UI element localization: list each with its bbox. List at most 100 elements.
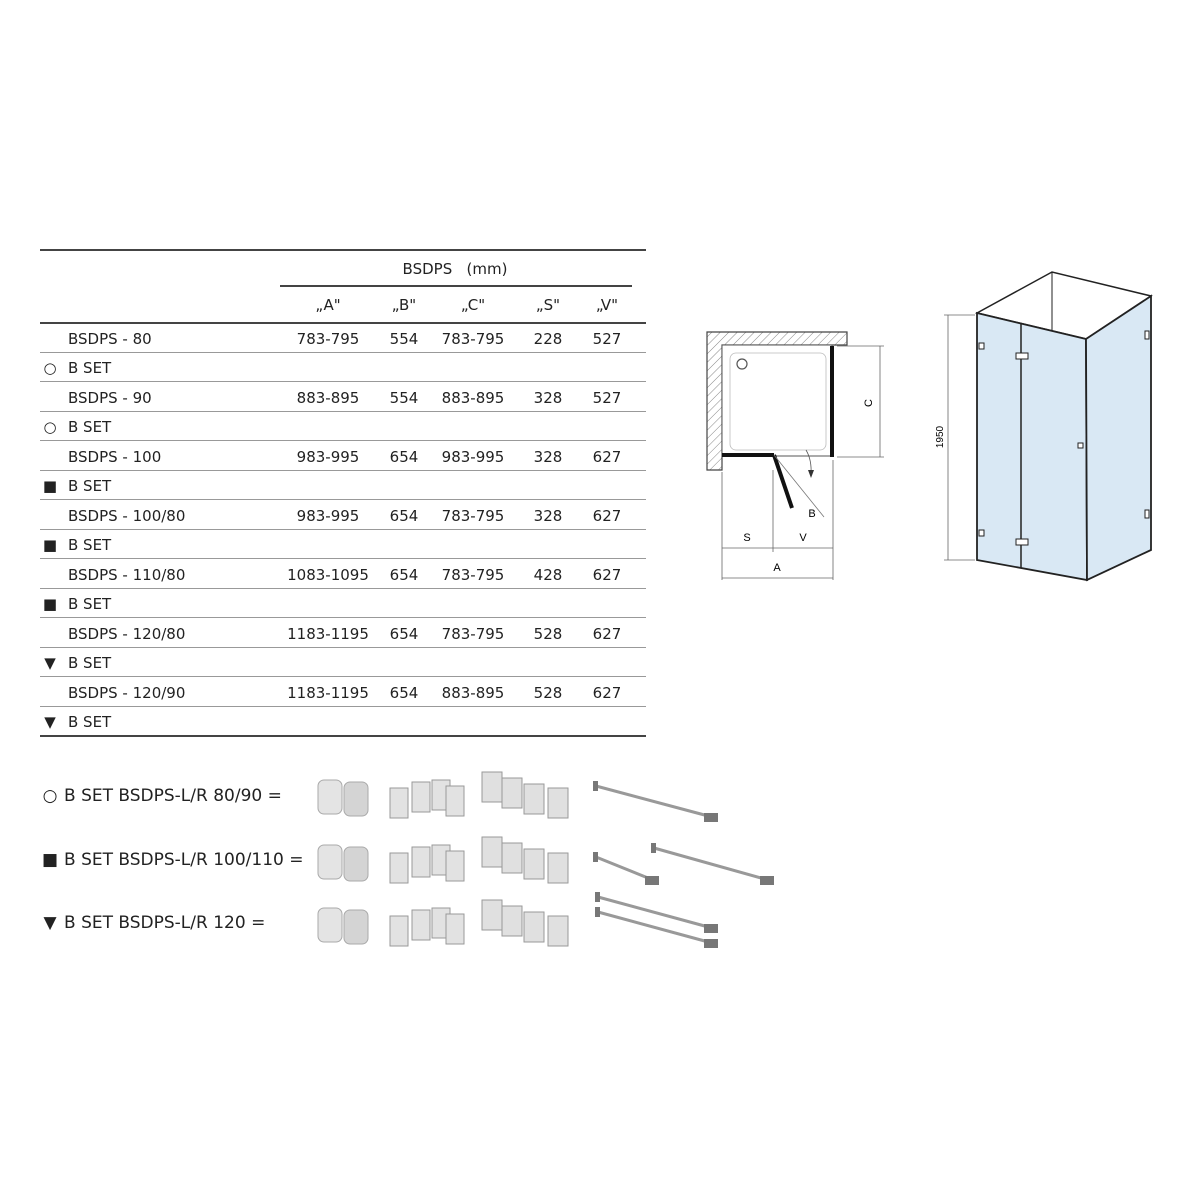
kit-label: ▼ B SET BSDPS-L/R 120 = xyxy=(42,913,265,933)
stabilizer-bar xyxy=(595,907,718,948)
side-glass xyxy=(1085,294,1152,582)
set-label: B SET xyxy=(68,359,112,377)
row-divider xyxy=(40,499,646,500)
column-header: „S" xyxy=(535,296,561,314)
kit-text: B SET BSDPS-L/R 100/110 = xyxy=(64,850,304,870)
table-cell: 527 xyxy=(592,330,622,348)
shower-tray xyxy=(721,344,833,457)
table-cell: 554 xyxy=(389,330,419,348)
table-cell: 883-895 xyxy=(441,684,505,702)
set-row: ○ B SET xyxy=(42,359,111,377)
table-cell: 983-995 xyxy=(296,507,360,525)
table-cell: 428 xyxy=(533,566,563,584)
set-symbol-icon: ■ xyxy=(42,595,58,613)
row-divider xyxy=(40,676,646,677)
row-divider xyxy=(40,529,646,530)
table-cell: 783-795 xyxy=(441,625,505,643)
hinge-part xyxy=(389,907,465,947)
table-cell: 883-895 xyxy=(296,389,360,407)
kit-label: ○B SET BSDPS-L/R 80/90 = xyxy=(42,786,282,806)
set-label: B SET xyxy=(68,477,112,495)
kit-text: B SET BSDPS-L/R 80/90 = xyxy=(64,786,282,806)
table-cell: 654 xyxy=(389,625,419,643)
table-cell: 983-995 xyxy=(441,448,505,466)
set-row: ▼ B SET xyxy=(42,654,111,672)
set-label: B SET xyxy=(68,654,112,672)
column-header: „A" xyxy=(315,296,341,314)
table-cell: 1183-1195 xyxy=(287,625,369,643)
kit-symbol-icon: ■ xyxy=(42,850,59,870)
stabilizer-bar xyxy=(595,892,718,933)
table-cell: 654 xyxy=(389,448,419,466)
row-divider xyxy=(40,470,646,471)
table-cell: 228 xyxy=(533,330,563,348)
set-row: ■ B SET xyxy=(42,595,111,613)
set-label: B SET xyxy=(68,595,112,613)
set-symbol-icon: ▼ xyxy=(44,713,56,731)
clamp-part xyxy=(481,836,569,884)
clamp-part xyxy=(481,771,569,819)
row-divider xyxy=(40,647,646,648)
model-name: BSDPS - 90 xyxy=(68,389,152,407)
model-name: BSDPS - 120/80 xyxy=(68,625,186,643)
row-divider xyxy=(40,735,646,737)
model-name: BSDPS - 120/90 xyxy=(68,684,186,702)
table-cell: 528 xyxy=(533,625,563,643)
model-name: BSDPS - 100 xyxy=(68,448,162,466)
dim-label-b: B xyxy=(808,508,815,520)
table-cell: 654 xyxy=(389,507,419,525)
row-divider xyxy=(40,588,646,589)
drain xyxy=(736,358,748,370)
dim-label-a: A xyxy=(773,562,781,574)
table-cell: 783-795 xyxy=(296,330,360,348)
set-row: ■ B SET xyxy=(42,536,111,554)
model-name: BSDPS - 80 xyxy=(68,330,152,348)
dim-label-v: V xyxy=(799,532,807,544)
table-cell: 1083-1095 xyxy=(287,566,369,584)
row-divider xyxy=(40,706,646,707)
column-header: „C" xyxy=(460,296,486,314)
dim-label-s: S xyxy=(743,532,750,544)
kit-text: B SET BSDPS-L/R 120 = xyxy=(64,913,266,933)
table-cell: 1183-1195 xyxy=(287,684,369,702)
table-cell: 883-895 xyxy=(441,389,505,407)
column-header: „V" xyxy=(595,296,619,314)
set-symbol-icon: ○ xyxy=(43,359,57,377)
set-row: ▼B SET xyxy=(42,713,111,731)
set-symbol-icon: ■ xyxy=(42,477,58,495)
set-symbol-icon: ■ xyxy=(42,536,58,554)
clamp-part xyxy=(481,899,569,947)
height-label: 1950 xyxy=(935,425,946,448)
hinge-part xyxy=(389,844,465,884)
table-cell: 627 xyxy=(592,684,622,702)
table-top-rule xyxy=(40,249,646,251)
door xyxy=(772,454,794,509)
table-group-header: BSDPS (mm) xyxy=(402,260,508,278)
table-cell: 328 xyxy=(533,448,563,466)
stabilizer-bar xyxy=(651,843,774,885)
handle-part xyxy=(317,779,369,817)
table-cell: 783-795 xyxy=(441,507,505,525)
model-name: BSDPS - 110/80 xyxy=(68,566,186,584)
stabilizer-bar xyxy=(593,852,659,885)
table-cell: 554 xyxy=(389,389,419,407)
row-divider xyxy=(40,411,646,412)
set-symbol-icon: ▼ xyxy=(44,654,56,672)
table-cell: 328 xyxy=(533,389,563,407)
set-label: B SET xyxy=(68,536,112,554)
set-row: ○B SET xyxy=(42,418,111,436)
kit-symbol-icon: ▼ xyxy=(43,913,57,933)
set-label: B SET xyxy=(68,418,112,436)
row-divider xyxy=(40,352,646,353)
table-cell: 527 xyxy=(592,389,622,407)
handle-part xyxy=(317,907,369,945)
table-cell: 627 xyxy=(592,448,622,466)
stabilizer-bar xyxy=(593,781,718,822)
model-name: BSDPS - 100/80 xyxy=(68,507,186,525)
group-header-rule xyxy=(280,285,632,287)
hinge-part xyxy=(389,779,465,819)
row-divider xyxy=(40,617,646,618)
